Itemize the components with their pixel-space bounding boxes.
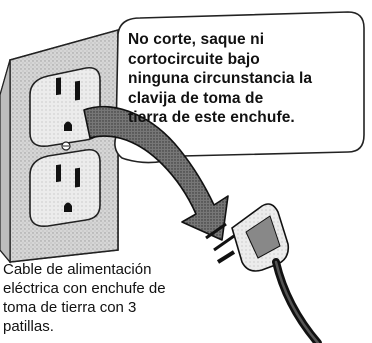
power-cord-icon <box>272 258 322 343</box>
plug-caption: Cable de alimentación eléctrica con ench… <box>3 261 166 335</box>
warning-callout-text: No corte, saque ni cortocircuite bajo ni… <box>128 31 313 126</box>
curved-arrow-icon <box>83 105 229 241</box>
three-prong-plug-icon <box>205 203 290 272</box>
wall-outlet-icon <box>0 28 119 264</box>
warning-callout-bubble <box>114 11 365 164</box>
